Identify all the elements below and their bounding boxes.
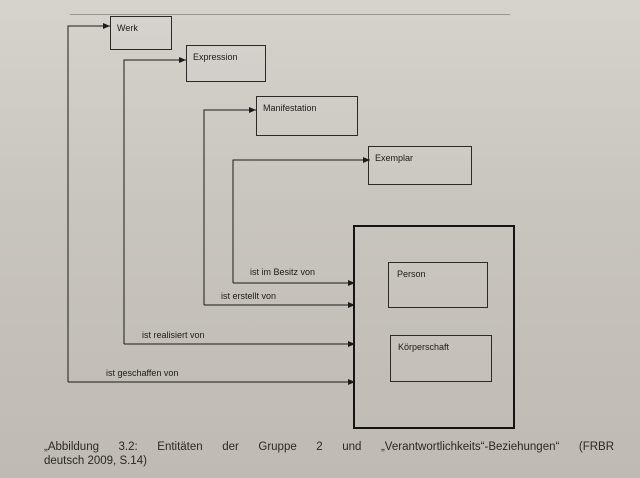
entity-expression: Expression (186, 45, 266, 82)
line-erstellt-to-manifestation (203, 107, 256, 305)
caption-line-1: „Abbildung 3.2: Entitäten der Gruppe 2 u… (44, 441, 614, 453)
entity-expression-label: Expression (193, 52, 238, 62)
rel-geschaffen-label: ist geschaffen von (106, 368, 179, 378)
rel-erstellt-label: ist erstellt von (221, 291, 277, 301)
line-besitz-to-exemplar (232, 157, 370, 283)
line-realisiert-to-expression (123, 57, 186, 344)
entity-exemplar-label: Exemplar (375, 153, 414, 163)
entity-person: Person (388, 262, 488, 308)
entity-person-label: Person (397, 269, 426, 279)
entity-exemplar: Exemplar (368, 146, 472, 185)
header-rule (70, 14, 510, 15)
entity-koerperschaft-label: Körperschaft (398, 342, 450, 352)
entity-werk: Werk (110, 16, 172, 50)
rel-realisiert-label: ist realisiert von (142, 330, 205, 340)
rel-besitz-label: ist im Besitz von (250, 267, 316, 277)
figure-caption: „Abbildung 3.2: Entitäten der Gruppe 2 u… (44, 440, 614, 468)
entity-koerperschaft: Körperschaft (390, 335, 492, 382)
entity-werk-label: Werk (117, 23, 138, 33)
line-geschaffen-to-werk (67, 23, 110, 382)
group2-container: Person Körperschaft (353, 225, 515, 429)
caption-line-2: deutsch 2009, S.14) (44, 455, 147, 467)
entity-manifestation-label: Manifestation (263, 103, 317, 113)
entity-manifestation: Manifestation (256, 96, 358, 136)
